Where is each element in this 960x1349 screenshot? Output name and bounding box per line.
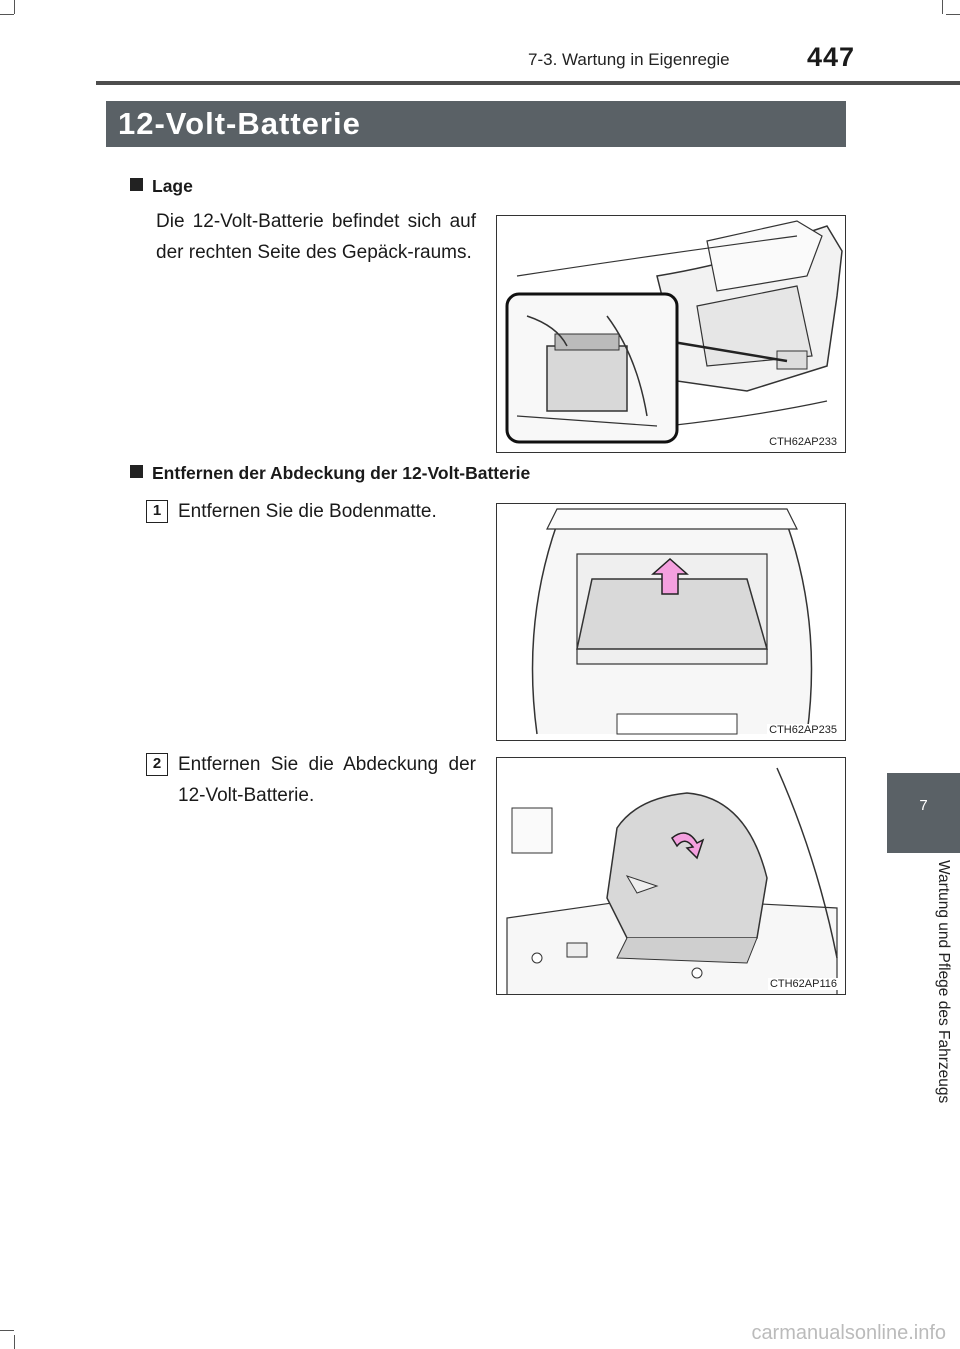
header-rule xyxy=(96,81,960,85)
step-number-2: 2 xyxy=(146,753,168,776)
chapter-tab[interactable]: 7 xyxy=(887,773,960,853)
figure-remove-battery-cover: CTH62AP116 xyxy=(496,757,846,995)
footer-watermark[interactable]: carmanualsonline.info xyxy=(751,1322,946,1344)
location-text: Die 12-Volt-Batterie befindet sich auf d… xyxy=(156,211,476,263)
crop-mark xyxy=(14,0,15,14)
square-bullet-icon xyxy=(130,465,143,478)
crop-mark xyxy=(942,0,943,14)
header-section: 7-3. Wartung in Eigenregie xyxy=(528,50,730,69)
section-heading-remove-cover: Entfernen der Abdeckung der 12-Volt-Batt… xyxy=(130,463,530,484)
step-1-text: Entfernen Sie die Bodenmatte. xyxy=(178,501,437,522)
crop-mark xyxy=(0,1330,14,1331)
chapter-title: Wartung und Pflege des Fahrzeugs xyxy=(935,860,952,1104)
square-bullet-icon xyxy=(130,178,143,191)
trunk-open-illustration xyxy=(531,508,813,735)
chapter-number: 7 xyxy=(919,797,928,814)
car-rear-illustration xyxy=(505,220,843,444)
crop-mark xyxy=(946,14,960,15)
step-2-text: Entfernen Sie die Abdeckung der 12-Volt-… xyxy=(178,754,476,806)
figure-code: CTH62AP233 xyxy=(767,436,839,448)
page-title: 12-Volt-Batterie xyxy=(106,101,846,147)
figure-code: CTH62AP116 xyxy=(767,978,839,990)
battery-cover-illustration xyxy=(506,767,838,994)
figure-remove-floor-mat: CTH62AP235 xyxy=(496,503,846,741)
page-number: 447 xyxy=(807,42,856,72)
figure-code: CTH62AP235 xyxy=(767,724,839,736)
step-number-1: 1 xyxy=(146,500,168,523)
figure-battery-location: CTH62AP233 xyxy=(496,215,846,453)
crop-mark xyxy=(0,14,14,15)
section-heading-location: Lage xyxy=(130,176,193,197)
crop-mark xyxy=(14,1335,15,1349)
